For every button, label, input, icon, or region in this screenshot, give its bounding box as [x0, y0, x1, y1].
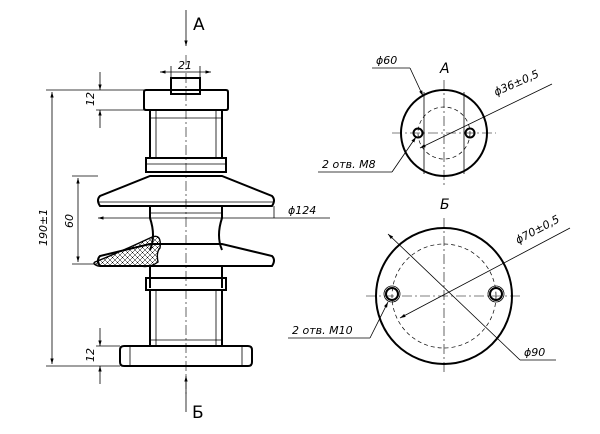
view-a-outer-circle	[400, 89, 488, 177]
dim-top-cap-height-label: 12	[84, 92, 97, 106]
front-view: А 21	[37, 10, 330, 423]
view-arrow-b-label: Б	[192, 403, 204, 423]
lower-shed	[97, 243, 275, 267]
view-a-hole-right	[464, 127, 476, 139]
view-a-title: А	[439, 61, 450, 77]
view-arrow-a-label: А	[193, 15, 205, 35]
dim-shed-diameter: ϕ124	[98, 204, 330, 220]
view-b-bolt-circle	[391, 243, 497, 349]
view-b-outer-circle	[375, 227, 513, 365]
lower-collar	[145, 277, 227, 291]
view-b-title: Б	[440, 197, 450, 213]
view-b-hole-left	[385, 287, 399, 301]
dim-top-cap-height: 12	[84, 72, 144, 128]
view-arrow-a: А	[184, 10, 205, 46]
view-a: А ϕ60 ϕ36±0,5 2 отв. М8	[318, 54, 553, 188]
view-a-hole-left	[412, 127, 424, 139]
dim-total-height-label: 190±1	[37, 209, 50, 246]
dim-top-width: 21	[160, 59, 211, 78]
view-a-bolt-circle-dim-label: ϕ36±0,5	[492, 67, 541, 98]
dim-shed-spacing-label: 60	[63, 214, 76, 228]
dim-shed-spacing: 60	[63, 175, 98, 265]
view-a-holes-label: 2 отв. М8	[322, 158, 376, 171]
dim-bottom-flange-height: 12	[84, 328, 120, 384]
view-b: Б ϕ70±0,5 ϕ90 2 отв. М10	[288, 197, 571, 374]
view-arrow-b: Б	[184, 376, 204, 423]
dim-shed-diameter-label: ϕ124	[288, 204, 316, 217]
view-b-outer-dim-label: ϕ90	[524, 346, 545, 359]
top-cap	[143, 89, 229, 111]
top-collar	[145, 157, 227, 173]
view-a-bolt-circle	[417, 106, 471, 160]
view-b-hole-right	[489, 287, 503, 301]
lower-shed-section-hatch	[93, 235, 161, 268]
upper-shed	[97, 175, 275, 207]
view-b-bolt-circle-dim-label: ϕ70±0,5	[513, 213, 561, 247]
dim-top-width-label: 21	[178, 59, 192, 72]
bottom-flange	[119, 345, 253, 367]
lower-body	[149, 290, 223, 346]
dim-total-height: 190±1	[37, 89, 120, 367]
view-b-holes-label: 2 отв. М10	[292, 324, 353, 337]
dim-bottom-flange-height-label: 12	[84, 348, 97, 362]
top-stud	[170, 77, 201, 95]
view-a-outer-dim-label: ϕ60	[376, 54, 397, 67]
